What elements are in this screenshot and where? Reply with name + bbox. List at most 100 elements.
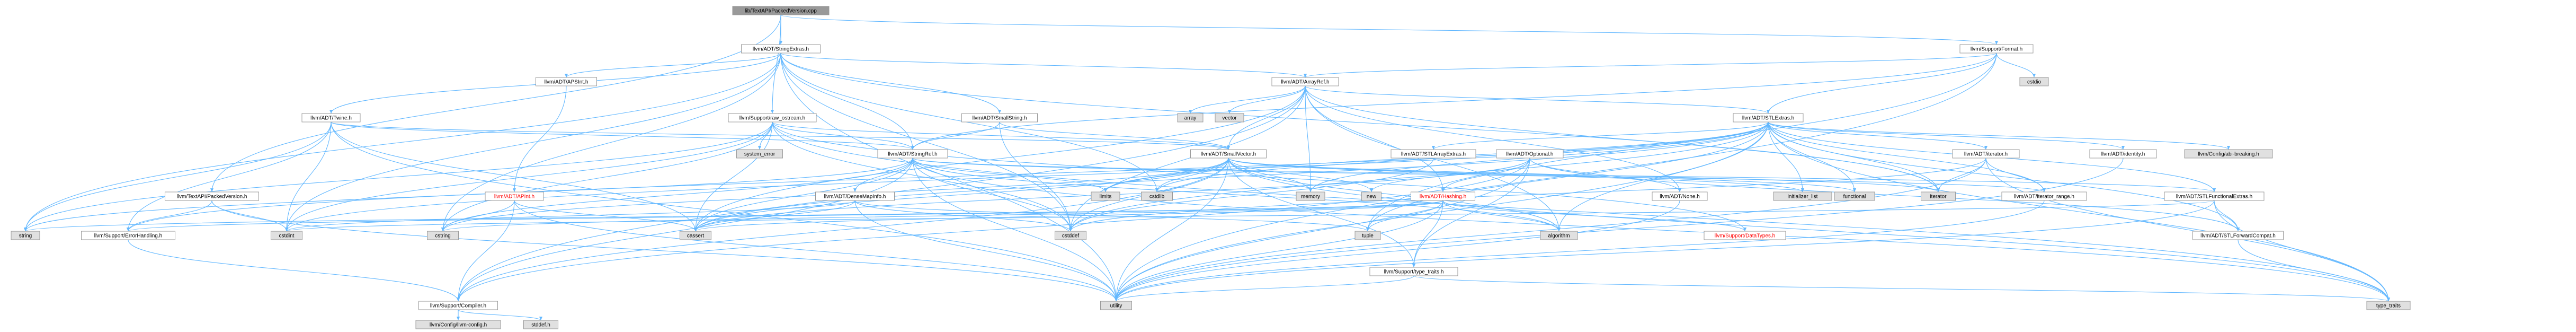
node-box bbox=[1652, 191, 1708, 201]
edge-stlextras-to-typetraits bbox=[1768, 121, 2391, 302]
edge-iterator-to-typetraits bbox=[1985, 158, 2391, 302]
edge-rawostream-to-cstring bbox=[441, 121, 773, 232]
edge-rawostream-to-smallvector bbox=[772, 121, 1230, 150]
node-llvm-support-type-traits-h[interactable]: llvm/Support/type_traits.h bbox=[1369, 267, 1458, 276]
edge-smallvector-to-typetraits bbox=[1228, 158, 2390, 302]
node-llvm-adt-arrayref-h[interactable]: llvm/ADT/ArrayRef.h bbox=[1271, 77, 1339, 86]
node-llvm-support-format-h[interactable]: llvm/Support/Format.h bbox=[1959, 44, 2034, 54]
node-llvm-adt-identity-h[interactable]: llvm/ADT/identity.h bbox=[2089, 149, 2157, 159]
node-llvm-support-compiler-h[interactable]: llvm/Support/Compiler.h bbox=[418, 301, 498, 310]
node-box bbox=[1100, 301, 1132, 310]
edge-rawostream-to-cstddef bbox=[772, 121, 1073, 232]
node-llvm-adt-iterator-h[interactable]: llvm/ADT/iterator.h bbox=[1952, 149, 2020, 159]
node-label: system_error bbox=[744, 152, 776, 158]
node-box bbox=[271, 231, 302, 240]
node-label: llvm/ADT/StringRef.h bbox=[888, 152, 937, 158]
node-llvm-support-errorhandling-h[interactable]: llvm/Support/ErrorHandling.h bbox=[81, 231, 175, 240]
edge-identity-to-utility bbox=[1115, 158, 2124, 302]
node-label: stddef.h bbox=[531, 322, 550, 328]
node-llvm-support-datatypes-h[interactable]: llvm/Support/DataTypes.h bbox=[1704, 231, 1786, 240]
edge-stringref-to-string bbox=[24, 158, 913, 232]
edge-densemapinfo-to-cstddef bbox=[854, 200, 1072, 232]
node-llvm-adt-smallstring-h[interactable]: llvm/ADT/SmallString.h bbox=[961, 113, 1038, 123]
node-box bbox=[680, 231, 711, 240]
node-box bbox=[427, 231, 459, 240]
node-box bbox=[1834, 191, 1875, 201]
edge-root-to-format bbox=[780, 14, 1998, 45]
edge-stringref-to-utility bbox=[912, 158, 1118, 302]
node-box bbox=[1055, 231, 1086, 240]
node-label: llvm/Support/DataTypes.h bbox=[1715, 233, 1776, 239]
node-llvm-adt-none-h[interactable]: llvm/ADT/None.h bbox=[1652, 191, 1708, 201]
edge-smallvector-to-cstdlib bbox=[1155, 158, 1229, 193]
node-llvm-adt-twine-h[interactable]: llvm/ADT/Twine.h bbox=[301, 113, 361, 123]
edge-twine-to-cassert bbox=[331, 121, 698, 232]
node-llvm-adt-densemapinfo-h[interactable]: llvm/ADT/DenseMapInfo.h bbox=[815, 191, 895, 201]
node-label: cstdint bbox=[279, 233, 295, 239]
node-tuple: tuple bbox=[1354, 231, 1381, 240]
node-label: llvm/Support/Format.h bbox=[1971, 47, 2022, 53]
node-box bbox=[741, 44, 821, 54]
node-label: llvm/ADT/APInt.h bbox=[494, 194, 534, 200]
node-lib-textapi-packedversion-cpp[interactable]: lib/TextAPI/PackedVersion.cpp bbox=[732, 6, 830, 15]
edge-stringextras-to-arrayref bbox=[780, 53, 1307, 78]
edge-typetraitsllvm-to-typetraits bbox=[1413, 275, 2390, 302]
node-llvm-adt-iterator-range-h[interactable]: llvm/ADT/iterator_range.h bbox=[2001, 191, 2087, 201]
node-llvm-adt-stlarrayextras-h[interactable]: llvm/ADT/STLArrayExtras.h bbox=[1390, 149, 1476, 159]
node-label: llvm/ADT/APSInt.h bbox=[545, 80, 589, 85]
edge-smallvector-to-memory bbox=[1228, 158, 1313, 193]
node-label: llvm/ADT/DenseMapInfo.h bbox=[824, 194, 886, 200]
edge-smallvector-to-iteratorstd bbox=[1228, 158, 1940, 193]
node-box bbox=[165, 191, 259, 201]
edge-apsint-to-apint bbox=[512, 85, 567, 193]
node-box bbox=[736, 149, 783, 159]
edge-stringref-to-cassert bbox=[693, 158, 913, 232]
node-algorithm: algorithm bbox=[1540, 231, 1578, 240]
edge-stringref-to-iteratorrange bbox=[912, 158, 2046, 193]
node-box bbox=[415, 320, 501, 329]
node-box bbox=[2164, 191, 2265, 201]
edge-smallvector-to-cassert bbox=[694, 158, 1229, 232]
edge-packedversionh-to-cstdint bbox=[211, 200, 289, 232]
node-cstdlib: cstdlib bbox=[1141, 191, 1173, 201]
node-box bbox=[1141, 191, 1173, 201]
node-llvm-adt-stlfunctionalextras-h[interactable]: llvm/ADT/STLFunctionalExtras.h bbox=[2164, 191, 2265, 201]
node-llvm-adt-smallvector-h[interactable]: llvm/ADT/SmallVector.h bbox=[1190, 149, 1267, 159]
edge-hashing-to-utility bbox=[1114, 200, 1443, 302]
node-label: llvm/ADT/STLExtras.h bbox=[1742, 116, 1794, 121]
node-label: utility bbox=[1110, 303, 1122, 309]
node-llvm-adt-apsint-h[interactable]: llvm/ADT/APSInt.h bbox=[536, 77, 597, 86]
node-label: iterator bbox=[1930, 194, 1947, 200]
node-label: llvm/ADT/StringExtras.h bbox=[753, 47, 809, 53]
edge-hashing-to-string bbox=[24, 200, 1443, 232]
node-llvm-adt-stringextras-h[interactable]: llvm/ADT/StringExtras.h bbox=[741, 44, 821, 54]
node-llvm-adt-stringref-h[interactable]: llvm/ADT/StringRef.h bbox=[877, 149, 948, 159]
edge-stlextras-to-utility bbox=[1114, 121, 1769, 302]
node-functional: functional bbox=[1834, 191, 1875, 201]
node-llvm-adt-stlextras-h[interactable]: llvm/ADT/STLExtras.h bbox=[1733, 113, 1804, 123]
edge-rawostream-to-stringref bbox=[772, 121, 915, 150]
edge-stlfunctional-to-cstdint bbox=[285, 200, 2215, 232]
node-llvm-textapi-packedversion-h[interactable]: llvm/TextAPI/PackedVersion.h bbox=[165, 191, 259, 201]
edge-iterator-to-utility bbox=[1115, 158, 1986, 302]
node-label: llvm/ADT/iterator_range.h bbox=[2014, 194, 2074, 200]
edge-stlfunctional-to-utility bbox=[1115, 200, 2215, 302]
node-llvm-support-raw-ostream-h[interactable]: llvm/Support/raw_ostream.h bbox=[728, 113, 817, 123]
node-box bbox=[1177, 113, 1204, 123]
node-vector: vector bbox=[1215, 113, 1244, 123]
node-box bbox=[2192, 231, 2284, 240]
node-llvm-adt-apint-h[interactable]: llvm/ADT/APInt.h bbox=[485, 191, 544, 201]
node-box bbox=[877, 149, 948, 159]
node-llvm-adt-stlforwardcompat-h[interactable]: llvm/ADT/STLForwardCompat.h bbox=[2192, 231, 2284, 240]
edge-rawostream-to-typetraits bbox=[772, 121, 2390, 302]
edge-stringextras-to-string bbox=[23, 53, 781, 232]
node-llvm-adt-hashing-h[interactable]: llvm/ADT/Hashing.h bbox=[1411, 191, 1475, 201]
node-utility: utility bbox=[1100, 301, 1132, 310]
node-label: cassert bbox=[687, 233, 704, 239]
node-label: new bbox=[1367, 194, 1377, 200]
node-llvm-adt-optional-h[interactable]: llvm/ADT/Optional.h bbox=[1496, 149, 1564, 159]
edge-apint-to-compiler bbox=[456, 200, 515, 302]
node-box bbox=[2184, 149, 2273, 159]
edge-optional-to-typetraitsllvm bbox=[1412, 158, 1530, 268]
edge-rawostream-to-string bbox=[24, 121, 773, 232]
